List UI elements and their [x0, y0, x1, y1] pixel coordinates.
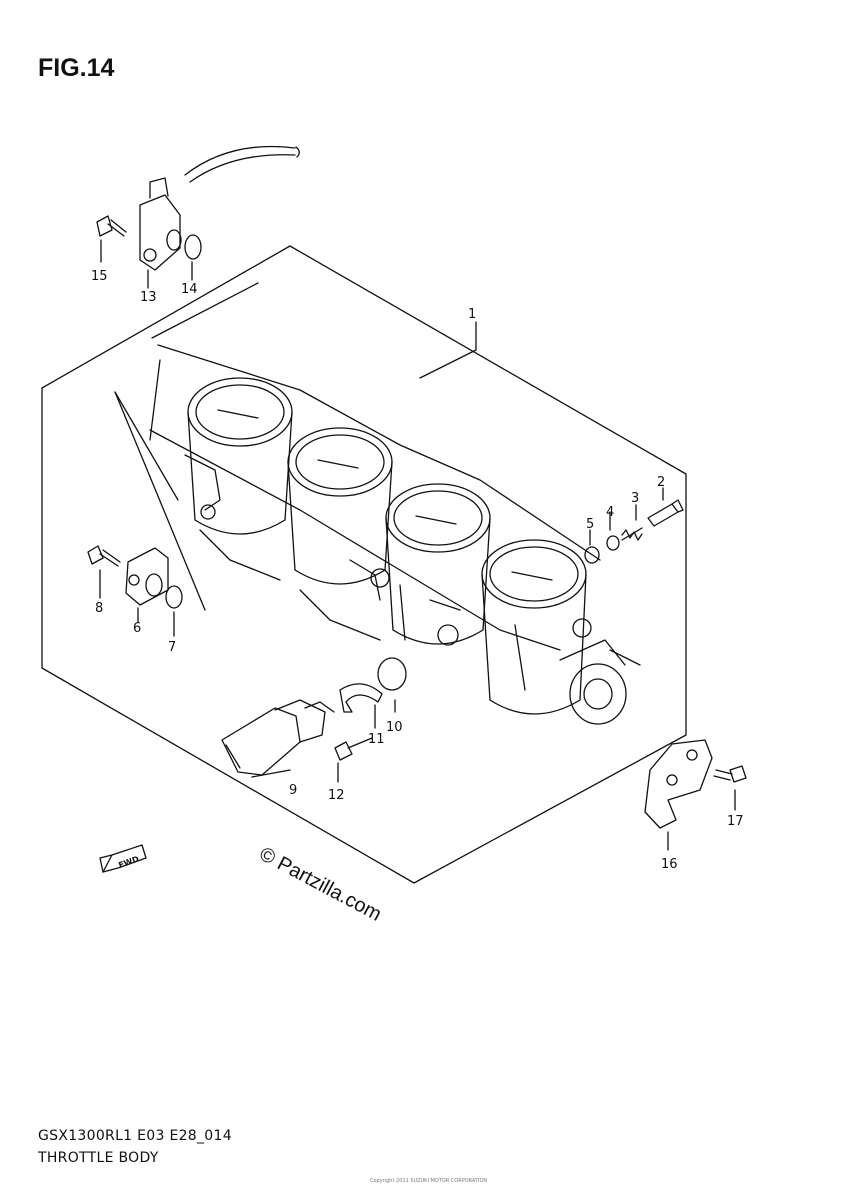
- callout-9: 9: [289, 783, 297, 798]
- inset-lines: [151, 282, 259, 339]
- o-ring-14: [184, 234, 202, 260]
- figure-code: GSX1300RL1 E03 E28_014: [38, 1128, 232, 1144]
- assembly-outline: [41, 245, 687, 884]
- tps-sensor-13: [139, 145, 300, 271]
- callout-16: 16: [661, 857, 678, 872]
- callout-13: 13: [140, 290, 157, 305]
- figure-name: THROTTLE BODY: [38, 1150, 159, 1166]
- callout-11: 11: [368, 732, 385, 747]
- throttle-bore-4: [481, 539, 587, 715]
- spring-3: [621, 527, 643, 541]
- sensor-6: [125, 547, 169, 606]
- o-ring-10: [377, 657, 407, 691]
- leader-1: [419, 321, 477, 379]
- figure-title: FIG.14: [38, 54, 115, 82]
- screw-15: [96, 215, 127, 237]
- callout-10: 10: [386, 720, 403, 735]
- callout-5: 5: [586, 517, 594, 532]
- callout-4: 4: [606, 505, 614, 520]
- callout-1: 1: [468, 307, 476, 322]
- callout-3: 3: [631, 491, 639, 506]
- throttle-bore-3: [385, 483, 491, 645]
- screw-17: [713, 765, 747, 783]
- fwd-label: FWD: [117, 854, 140, 870]
- washer-4: [606, 535, 620, 551]
- sensor-9: [221, 699, 335, 776]
- callout-17: 17: [727, 814, 744, 829]
- throttle-pulley: [559, 618, 641, 725]
- clip-11: [339, 683, 383, 713]
- callout-15: 15: [91, 269, 108, 284]
- screw-8: [87, 545, 121, 567]
- callout-6: 6: [133, 621, 141, 636]
- bracket-16: [644, 739, 713, 829]
- fwd-arrow-icon: [99, 844, 147, 873]
- copyright-note: Copyright 2011 SUZUKI MOTOR CORPORATION: [370, 1178, 488, 1184]
- screw-12: [334, 737, 373, 761]
- callout-12: 12: [328, 788, 345, 803]
- o-ring-7: [165, 585, 183, 609]
- callout-8: 8: [95, 601, 103, 616]
- throttle-bore-2: [287, 427, 393, 585]
- callout-14: 14: [181, 282, 198, 297]
- throttle-bore-1: [187, 377, 293, 535]
- washer-5: [584, 546, 600, 564]
- callout-2: 2: [657, 475, 665, 490]
- callout-labels: 1 2 3 4 5 6 7 8 9 10 11 12 13 14 15 16 1…: [91, 269, 744, 872]
- callout-7: 7: [168, 640, 176, 655]
- idle-screw-2: [647, 499, 684, 527]
